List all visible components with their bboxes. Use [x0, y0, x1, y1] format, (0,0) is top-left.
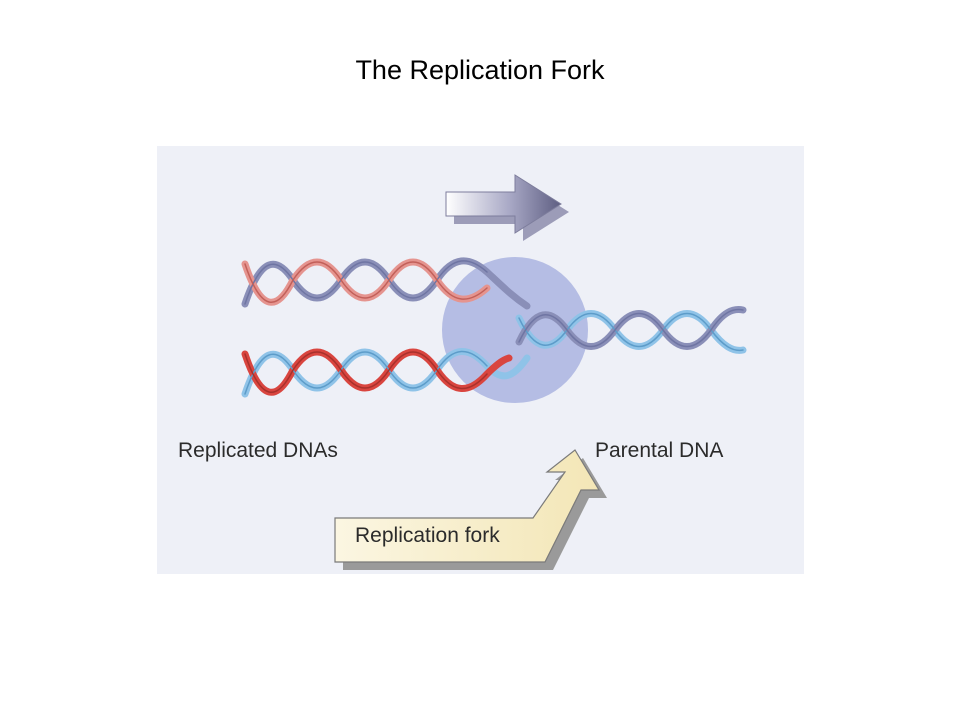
- replicated-dna-top: [241, 257, 531, 310]
- replication-fork-figure: Replicated DNAs Parental DNA Replication…: [157, 146, 804, 574]
- slide-title: The Replication Fork: [355, 55, 605, 85]
- label-replicated-dnas: Replicated DNAs: [178, 439, 338, 462]
- fork-pointer-arrow-icon: [334, 449, 607, 570]
- label-parental-dna: Parental DNA: [595, 439, 724, 462]
- replicated-dna-bottom: [241, 348, 531, 398]
- parental-dna: [515, 306, 747, 354]
- direction-arrow-icon: [445, 174, 569, 241]
- figure-graphic: [241, 174, 747, 570]
- label-replication-fork: Replication fork: [355, 524, 500, 547]
